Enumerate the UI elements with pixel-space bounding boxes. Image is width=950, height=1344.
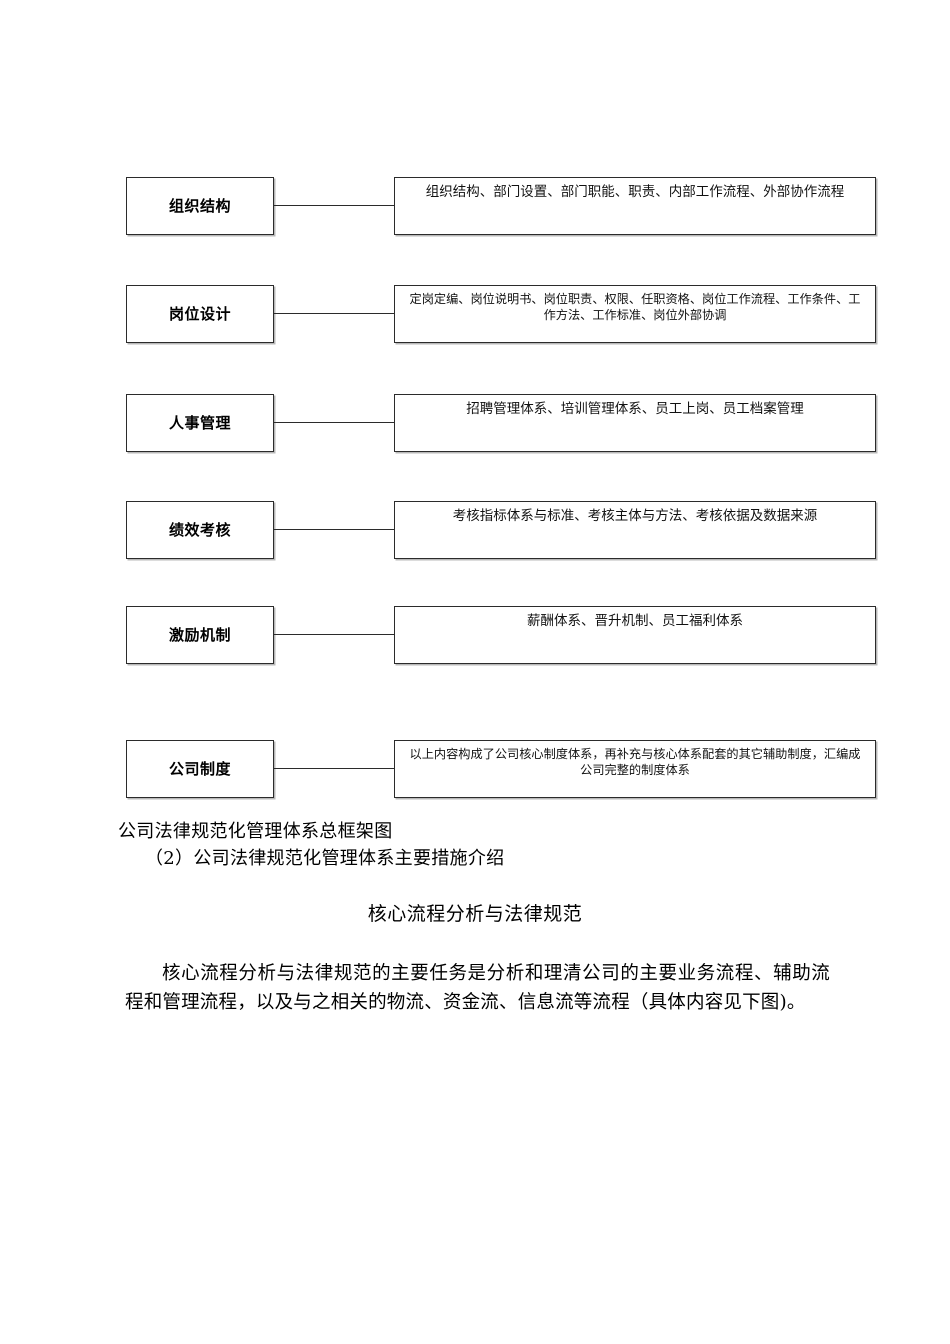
category-box-company-system[interactable]: 公司制度 [126,740,274,798]
detail-box-performance-appraisal[interactable]: 考核指标体系与标准、考核主体与方法、考核依据及数据来源 [394,501,876,559]
category-box-personnel-management[interactable]: 人事管理 [126,394,274,452]
detail-text: 以上内容构成了公司核心制度体系，再补充与核心体系配套的其它辅助制度，汇编成公司完… [409,747,861,777]
connector-line [274,768,394,769]
category-box-performance-appraisal[interactable]: 绩效考核 [126,501,274,559]
section-heading: 核心流程分析与法律规范 [367,903,583,925]
detail-text: 定岗定编、岗位说明书、岗位职责、权限、任职资格、岗位工作流程、工作条件、工作方法… [409,292,861,322]
figure-caption: 公司法律规范化管理体系总框架图 [118,821,393,842]
framework-diagram: 组织结构 组织结构、部门设置、部门职能、职责、内部工作流程、外部协作流程 岗位设… [126,177,876,798]
connector-line [274,313,394,314]
detail-text: 薪酬体系、晋升机制、员工福利体系 [527,613,743,629]
category-label: 人事管理 [168,413,231,432]
category-label: 组织结构 [168,196,231,215]
category-label: 公司制度 [168,759,231,778]
detail-box-personnel-management[interactable]: 招聘管理体系、培训管理体系、员工上岗、员工档案管理 [394,394,876,452]
category-box-position-design[interactable]: 岗位设计 [126,285,274,343]
detail-text: 招聘管理体系、培训管理体系、员工上岗、员工档案管理 [466,401,804,417]
detail-text: 考核指标体系与标准、考核主体与方法、考核依据及数据来源 [452,508,818,524]
connector-line [274,422,394,423]
detail-text: 组织结构、部门设置、部门职能、职责、内部工作流程、外部协作流程 [425,184,845,200]
connector-line [274,529,394,530]
detail-box-incentive-mechanism[interactable]: 薪酬体系、晋升机制、员工福利体系 [394,606,876,664]
category-box-incentive-mechanism[interactable]: 激励机制 [126,606,274,664]
sub-caption: （2）公司法律规范化管理体系主要措施介绍 [145,848,505,869]
category-label: 激励机制 [168,625,231,644]
detail-box-position-design[interactable]: 定岗定编、岗位说明书、岗位职责、权限、任职资格、岗位工作流程、工作条件、工作方法… [394,285,876,343]
connector-line [274,205,394,206]
category-label: 岗位设计 [168,304,231,323]
detail-box-company-system[interactable]: 以上内容构成了公司核心制度体系，再补充与核心体系配套的其它辅助制度，汇编成公司完… [394,740,876,798]
detail-box-organization-structure[interactable]: 组织结构、部门设置、部门职能、职责、内部工作流程、外部协作流程 [394,177,876,235]
body-paragraph: 核心流程分析与法律规范的主要任务是分析和理清公司的主要业务流程、辅助流程和管理流… [125,962,830,1014]
category-label: 绩效考核 [168,520,231,539]
document-body: 公司法律规范化管理体系总框架图 （2）公司法律规范化管理体系主要措施介绍 核心流… [0,818,950,1018]
connector-line [274,634,394,635]
category-box-organization-structure[interactable]: 组织结构 [126,177,274,235]
